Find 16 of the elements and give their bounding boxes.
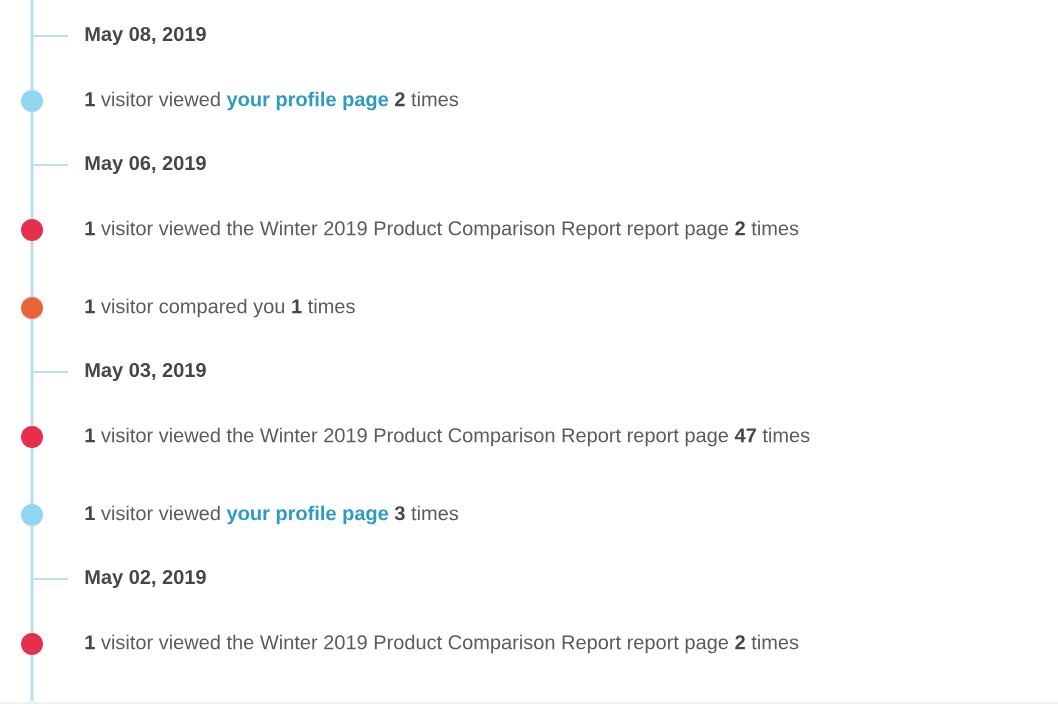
timeline-dot [21, 297, 43, 319]
timeline-dot [21, 90, 43, 112]
event-text: 1 visitor viewed the Winter 2019 Product Comparison Report report page 47 times [85, 427, 810, 447]
timeline-dot [21, 504, 43, 526]
timeline-dot [21, 426, 43, 448]
timeline-dot [21, 219, 43, 241]
date-heading: May 03, 2019 [85, 362, 206, 382]
date-heading: May 08, 2019 [85, 26, 206, 46]
event-text: 1 visitor viewed your profile page 2 times [85, 91, 459, 111]
date-heading: May 06, 2019 [85, 155, 206, 175]
timeline-dot [21, 633, 43, 655]
event-text: 1 visitor viewed your profile page 3 times [85, 505, 459, 525]
event-text: 1 visitor viewed the Winter 2019 Product Comparison Report report page 2 times [85, 220, 799, 240]
date-heading: May 02, 2019 [85, 569, 206, 589]
event-text: 1 visitor compared you 1 times [85, 298, 355, 318]
event-text: 1 visitor viewed the Winter 2019 Product Comparison Report report page 2 times [85, 634, 799, 654]
